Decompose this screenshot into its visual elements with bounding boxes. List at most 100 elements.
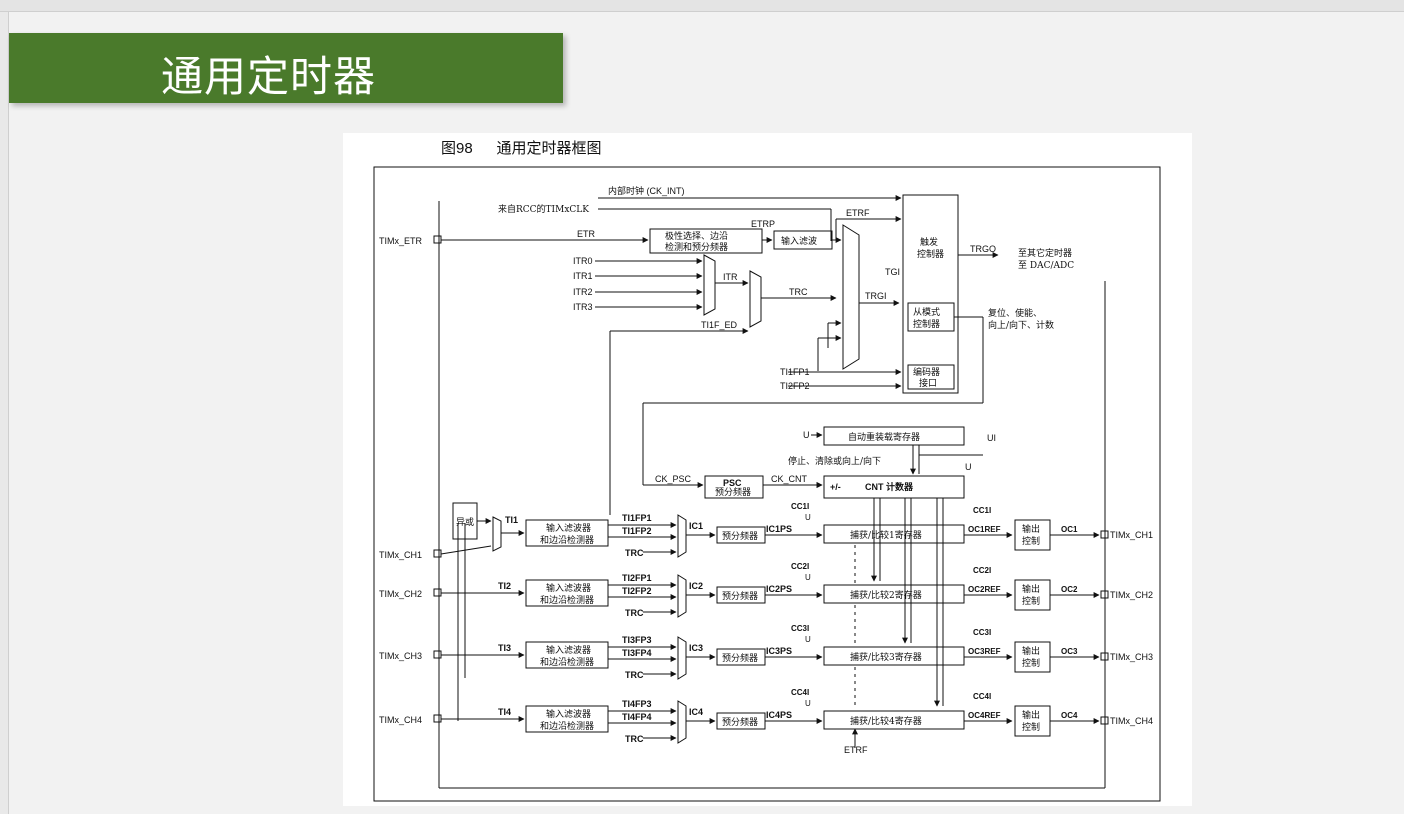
ck-cnt-label: CK_CNT: [771, 474, 808, 484]
psc-line2: 预分频器: [715, 486, 751, 498]
ti-label-3: TI3: [498, 643, 511, 653]
psc-line1: PSC: [723, 478, 742, 488]
slave-line2: 控制器: [913, 318, 940, 330]
fpa-label-1: TI1FP1: [622, 513, 652, 523]
oc-label-3: OC3: [1061, 647, 1078, 656]
ck-psc-label: CK_PSC: [655, 474, 692, 484]
etr-label: ETR: [577, 229, 596, 239]
ccr-label-2: 捕获/比较2寄存器: [850, 589, 922, 601]
cnt-label: CNT 计数器: [865, 481, 914, 492]
stop-clear-label: 停止、清除或向上/向下: [788, 455, 881, 467]
itr1-label: ITR1: [573, 271, 593, 281]
input-pin-label-1: TIMx_CH1: [379, 550, 422, 560]
oc-label-4: OC4: [1061, 711, 1078, 720]
filter-line1-3: 输入滤波器: [546, 644, 591, 656]
icps-label-2: IC2PS: [766, 584, 792, 594]
out-ctrl-line1-1: 输出: [1022, 523, 1040, 535]
ocref-label-2: OC2REF: [968, 585, 1001, 594]
output-pin-label-4: TIMx_CH4: [1110, 716, 1153, 726]
cci-out-label-2: CC2I: [973, 566, 991, 575]
slave-line1: 从模式: [913, 306, 940, 318]
fpb-label-3: TI3FP4: [622, 648, 652, 658]
oc-label-1: OC1: [1061, 525, 1078, 534]
cci-out-label-4: CC4I: [973, 692, 991, 701]
u-ch-label-1: U: [805, 513, 811, 522]
diagram-frame: [373, 166, 1161, 802]
polarity-line2: 检测和预分频器: [665, 241, 728, 253]
etr-pin: [433, 235, 442, 244]
itr0-label: ITR0: [573, 256, 593, 266]
trc-ch-label-1: TRC: [625, 548, 644, 558]
itr2-label: ITR2: [573, 287, 593, 297]
cci-label-4: CC4I: [791, 688, 809, 697]
tgi-label: TGI: [885, 267, 900, 277]
input-pin-4: [433, 714, 442, 723]
trc-mux: [749, 270, 762, 328]
output-pin-4: [1100, 716, 1109, 725]
trgi-label: TRGI: [865, 291, 887, 301]
ti1-select-mux: [492, 516, 502, 552]
ti1f-ed-label: TI1F_ED: [701, 320, 738, 330]
encoder-line2: 接口: [919, 377, 937, 389]
slide-title: 通用定时器: [161, 52, 377, 101]
ic-select-mux-3: [677, 636, 687, 680]
prescaler-label-3: 预分频器: [722, 652, 758, 664]
capture-compare-register-1: [823, 524, 965, 544]
input-filter-label: 输入滤波: [781, 235, 817, 247]
polarity-line1: 极性选择、边沿: [665, 230, 728, 242]
u-label-arr: U: [803, 430, 810, 440]
out-ctrl-line2-2: 控制: [1022, 595, 1040, 607]
icps-label-3: IC3PS: [766, 646, 792, 656]
fpb-label-2: TI2FP2: [622, 586, 652, 596]
ck-int-label: 内部时钟 (CK_INT): [608, 185, 685, 196]
filter-line1-4: 输入滤波器: [546, 708, 591, 720]
ccr-label-4: 捕获/比较4寄存器: [850, 715, 922, 727]
ccr-label-1: 捕获/比较1寄存器: [850, 529, 922, 541]
itr-mux: [703, 254, 716, 316]
output-pin-2: [1100, 590, 1109, 599]
filter-line1-1: 输入滤波器: [546, 522, 591, 534]
output-pin-label-1: TIMx_CH1: [1110, 530, 1153, 540]
figure-caption: 图98 通用定时器框图: [441, 137, 602, 158]
etr-pin-label: TIMx_ETR: [379, 236, 423, 246]
prescaler-label-1: 预分频器: [722, 530, 758, 542]
ti2fp2-trig-label: TI2FP2: [780, 381, 810, 391]
ic-label-3: IC3: [689, 643, 703, 653]
timer-block-diagram-figure: 图98 通用定时器框图: [343, 133, 1192, 806]
fpb-label-1: TI1FP2: [622, 526, 652, 536]
out-ctrl-line2-4: 控制: [1022, 721, 1040, 733]
capture-compare-register-2: [823, 584, 965, 604]
input-filter-edge-detector-4: [525, 705, 609, 733]
trc-ch-label-2: TRC: [625, 608, 644, 618]
input-pin-label-2: TIMx_CH2: [379, 589, 422, 599]
ccr-label-3: 捕获/比较3寄存器: [850, 651, 922, 663]
itr3-label: ITR3: [573, 302, 593, 312]
output-pin-1: [1100, 530, 1109, 539]
trc-ch-label-3: TRC: [625, 670, 644, 680]
out-ctrl-line1-2: 输出: [1022, 583, 1040, 595]
ti-label-1: TI1: [505, 515, 518, 525]
polarity-edge-prescaler-box: [649, 228, 763, 254]
xor-label: 异或: [456, 516, 474, 528]
fpa-label-3: TI3FP3: [622, 635, 652, 645]
ui-label: UI: [987, 433, 996, 443]
cci-label-2: CC2I: [791, 562, 809, 571]
input-filter-edge-detector-1: [525, 519, 609, 547]
input-filter-edge-detector-3: [525, 641, 609, 669]
ti-label-2: TI2: [498, 581, 511, 591]
filter-line2-4: 和边沿检测器: [540, 720, 594, 732]
filter-line2-1: 和边沿检测器: [540, 534, 594, 546]
etrp-label: ETRP: [751, 219, 775, 229]
ic-label-2: IC2: [689, 581, 703, 591]
filter-line2-3: 和边沿检测器: [540, 656, 594, 668]
cci-out-label-3: CC3I: [973, 628, 991, 637]
ic-label-1: IC1: [689, 521, 703, 531]
psc-prescaler-box: [704, 475, 764, 499]
u-label-right: U: [965, 462, 972, 472]
trc-ch-label-4: TRC: [625, 734, 644, 744]
output-pin-label-2: TIMx_CH2: [1110, 590, 1153, 600]
window-top-bar: [0, 0, 1404, 12]
icps-label-4: IC4PS: [766, 710, 792, 720]
encoder-interface-box: [907, 364, 955, 390]
out-ctrl-line1-3: 输出: [1022, 645, 1040, 657]
